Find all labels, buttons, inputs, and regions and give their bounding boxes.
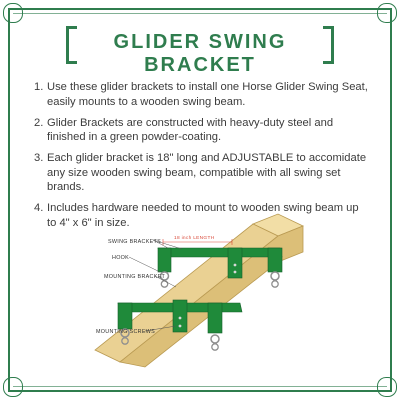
callout-lines	[128, 239, 183, 332]
upper-bracket-end-right	[267, 247, 283, 273]
hook-icon	[159, 271, 170, 281]
feature-text: Glider Brackets are constructed with hea…	[47, 116, 334, 144]
screw-icon	[178, 316, 182, 320]
screw-icon	[233, 270, 237, 274]
feature-item: 1. Use these glider brackets to install …	[34, 80, 368, 109]
feature-item: 4. Includes hardware needed to mount to …	[34, 201, 368, 230]
title-block: GLIDER SWING BRACKET	[66, 26, 334, 76]
border-top	[8, 8, 392, 10]
hook-icon	[271, 280, 279, 288]
length-label: 18 inch LENGTH	[174, 235, 215, 241]
hook-icon	[210, 334, 220, 344]
label-swing-brackets: SWING BRACKETS	[108, 239, 161, 245]
corner-ornament-top-right	[377, 3, 397, 23]
title-bracket-left	[66, 26, 77, 64]
border-right	[390, 8, 392, 392]
corner-ornament-top-left	[3, 3, 23, 23]
upper-glider-bracket	[157, 247, 283, 288]
upper-bracket-end-left	[157, 247, 172, 273]
feature-number: 3.	[34, 152, 44, 164]
feature-list: 1. Use these glider brackets to install …	[34, 80, 368, 237]
border-left	[8, 8, 10, 392]
label-mounting-bracket: MOUNTING BRACKET	[104, 274, 166, 280]
hook-icon	[211, 343, 219, 351]
border-inner-bottom	[13, 386, 387, 387]
feature-item: 2. Glider Brackets are constructed with …	[34, 116, 368, 145]
feature-text: Includes hardware needed to mount to woo…	[47, 202, 359, 229]
hook-icon	[160, 280, 169, 288]
corner-ornament-bottom-left	[3, 377, 23, 397]
hook-icon	[270, 271, 280, 281]
lower-bracket-end-left	[117, 302, 133, 330]
label-mounting-screws: MOUNTING SCREWS	[96, 329, 155, 335]
corner-ornament-bottom-right	[377, 377, 397, 397]
screw-icon	[233, 263, 237, 267]
feature-number: 1.	[34, 81, 44, 93]
screw-icon	[178, 324, 182, 328]
lower-mounting-plate	[172, 299, 188, 333]
border-bottom	[8, 390, 392, 392]
feature-number: 4.	[34, 202, 44, 214]
page-title: GLIDER SWING BRACKET	[113, 31, 287, 76]
lower-bracket-end-right	[207, 302, 223, 334]
label-hook: HOOK	[112, 255, 129, 261]
feature-text: Each glider bracket is 18" long and ADJU…	[47, 152, 367, 193]
length-marker	[162, 239, 233, 245]
hook-icon	[120, 328, 130, 338]
feature-text: Use these glider brackets to install one…	[47, 81, 368, 108]
title-bracket-right	[323, 26, 334, 64]
border-inner-top	[13, 13, 387, 14]
upper-mounting-plate	[227, 247, 243, 279]
hook-icon	[121, 337, 129, 345]
feature-item: 3. Each glider bracket is 18" long and A…	[34, 151, 368, 195]
feature-number: 2.	[34, 116, 44, 129]
lower-glider-bracket	[117, 299, 243, 351]
